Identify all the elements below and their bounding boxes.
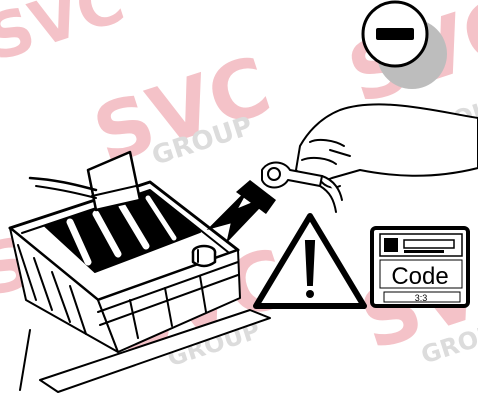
car-battery	[10, 152, 270, 392]
code-counter: 3:3	[415, 293, 428, 303]
pointer-arrow-icon	[210, 180, 276, 240]
radio-code-display: Code 3:3	[372, 228, 468, 306]
code-label: Code	[391, 263, 448, 290]
watermark-logo-1: SVC	[0, 0, 133, 75]
hand-with-clamp	[262, 104, 478, 212]
